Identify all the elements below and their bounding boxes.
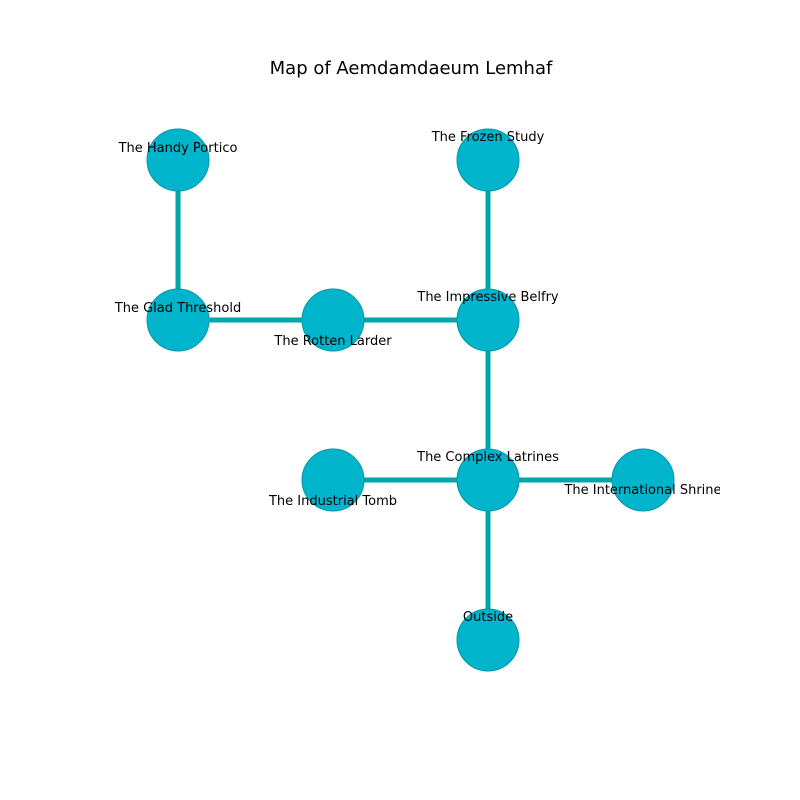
node-outside xyxy=(456,608,520,672)
node-label-industrial-tomb: The Industrial Tomb xyxy=(268,494,397,509)
node-impressive-belfry xyxy=(456,288,520,352)
edges-layer xyxy=(175,160,643,640)
node-label-impressive-belfry: The Impressive Belfry xyxy=(416,290,559,305)
node-rotten-larder xyxy=(301,288,365,352)
node-glad-threshold xyxy=(146,288,210,352)
node-label-international-shrine: The International Shrine xyxy=(563,483,721,498)
nodes-layer xyxy=(146,128,675,672)
node-international-shrine xyxy=(611,448,675,512)
node-label-frozen-study: The Frozen Study xyxy=(431,130,545,145)
node-label-glad-threshold: The Glad Threshold xyxy=(114,301,241,316)
map-title: Map of Aemdamdaeum Lemhaf xyxy=(270,58,553,79)
node-label-complex-latrines: The Complex Latrines xyxy=(416,450,559,465)
node-frozen-study xyxy=(456,128,520,192)
node-handy-portico xyxy=(146,128,210,192)
node-label-outside: Outside xyxy=(463,610,513,625)
node-complex-latrines xyxy=(456,448,520,512)
node-label-handy-portico: The Handy Portico xyxy=(118,141,238,156)
node-industrial-tomb xyxy=(301,448,365,512)
node-label-rotten-larder: The Rotten Larder xyxy=(273,334,392,349)
